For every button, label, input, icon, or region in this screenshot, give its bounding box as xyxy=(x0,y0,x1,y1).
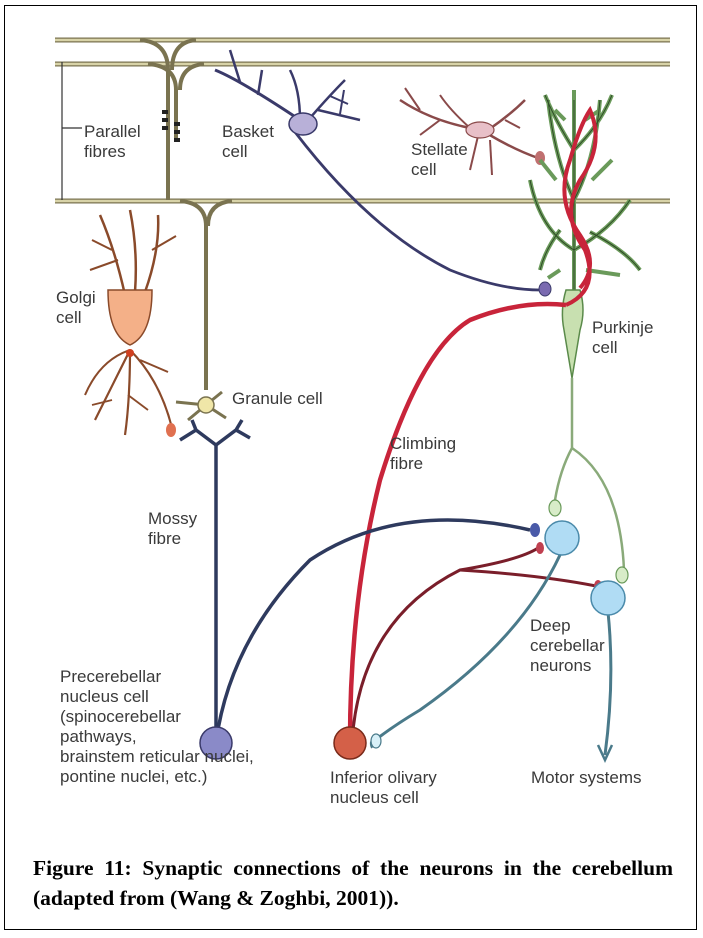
granule-cell xyxy=(176,392,226,420)
label-granule-cell: Granule cell xyxy=(232,389,323,409)
label-inferior-olivary-nucleus-cell: Inferior olivary nucleus cell xyxy=(330,768,437,808)
golgi-cell xyxy=(85,210,176,437)
label-stellate-cell: Stellate cell xyxy=(411,140,468,180)
label-deep-cerebellar-neurons: Deep cerebellar neurons xyxy=(530,616,605,676)
inferior-olive-soma xyxy=(334,727,366,759)
label-mossy-fibre: Mossy fibre xyxy=(148,509,197,549)
deep-cerebellar-neuron-1 xyxy=(545,521,579,555)
label-climbing-fibre: Climbing fibre xyxy=(390,434,456,474)
deep-cerebellar-neuron-2 xyxy=(591,581,625,615)
label-motor-systems: Motor systems xyxy=(531,768,642,788)
figure-caption: Figure 11: Synaptic connections of the n… xyxy=(33,853,673,913)
label-golgi-cell: Golgi cell xyxy=(56,288,96,328)
label-purkinje-cell: Purkinje cell xyxy=(592,318,653,358)
basket-cell xyxy=(215,50,551,296)
label-parallel-fibres: Parallel fibres xyxy=(84,122,141,162)
label-precerebellar-nucleus-cell: Precerebellar nucleus cell (spinocerebel… xyxy=(60,667,254,787)
label-basket-cell: Basket cell xyxy=(222,122,274,162)
